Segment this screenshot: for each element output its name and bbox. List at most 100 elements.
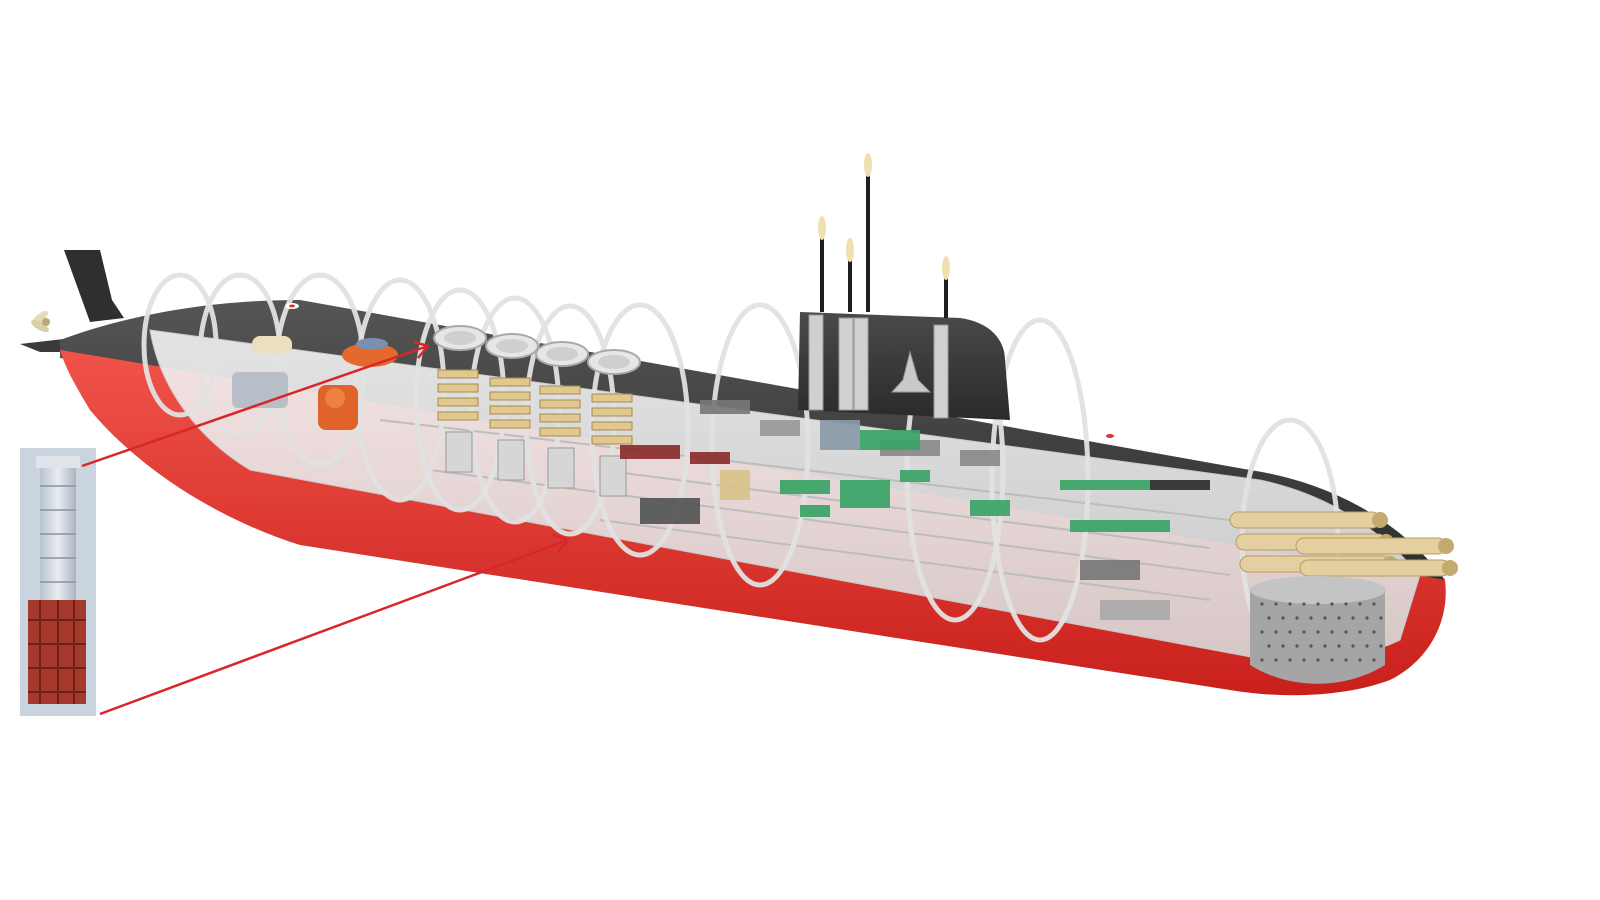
equipment-block <box>1150 480 1210 490</box>
control-equipment <box>620 400 1210 620</box>
periscope-housing <box>808 314 824 411</box>
missile-rack <box>437 397 479 407</box>
bulkhead <box>709 302 811 588</box>
missile-tube <box>599 455 627 497</box>
sonar-transducer <box>1337 644 1341 648</box>
pointer-arrow-upper <box>81 344 429 468</box>
equipment-block <box>1080 560 1140 580</box>
masts <box>808 153 950 419</box>
sonar-transducer <box>1302 630 1306 634</box>
snorkel-cone <box>890 350 932 393</box>
sonar-transducer <box>1316 658 1320 662</box>
missile-rack <box>591 435 633 445</box>
hull-markers <box>285 303 1121 440</box>
equipment-block <box>690 452 730 464</box>
sonar-transducer <box>1344 630 1348 634</box>
mast-tip <box>818 216 826 240</box>
torpedo-tube <box>1295 537 1447 555</box>
equipment-block <box>1070 520 1170 532</box>
sonar-transducer <box>1267 644 1271 648</box>
pointer-arrows <box>81 340 571 716</box>
propeller-icon <box>31 310 50 333</box>
sonar-transducer <box>1274 630 1278 634</box>
sonar-transducer <box>1372 658 1376 662</box>
equipment-block <box>960 450 1000 466</box>
sonar-transducer <box>1323 616 1327 620</box>
sonar-transducer <box>1358 602 1362 606</box>
sonar-transducer <box>1295 616 1299 620</box>
equipment-block <box>720 470 750 500</box>
missile-rack <box>489 419 531 429</box>
sonar-transducer <box>1309 616 1313 620</box>
missile-rack <box>489 405 531 415</box>
sonar-transducer <box>1295 644 1299 648</box>
torpedo-tube-mouth <box>1372 512 1388 528</box>
equipment-block <box>1060 480 1150 490</box>
missile-hatch-inner <box>546 347 578 361</box>
sonar-transducer <box>1323 644 1327 648</box>
sonar-transducer <box>1351 616 1355 620</box>
missile-hatch-inner <box>598 355 630 369</box>
missile-rack <box>591 407 633 417</box>
pointer-arrowhead-lower <box>552 533 571 553</box>
inset-tower-photo <box>20 448 96 716</box>
sonar-transducer <box>1260 658 1264 662</box>
equipment-block <box>640 498 700 524</box>
equipment-block <box>620 445 680 459</box>
pointer-arrow-lower <box>99 538 569 716</box>
equipment-block <box>970 500 1010 516</box>
equipment-block <box>860 430 920 450</box>
sonar-transducer <box>1281 644 1285 648</box>
sonar-transducer <box>1358 630 1362 634</box>
sonar-transducer <box>1281 616 1285 620</box>
bulkhead <box>141 272 219 418</box>
sonar-transducer <box>1337 616 1341 620</box>
missile-tube <box>547 447 575 489</box>
missile-hatch-inner <box>444 331 476 345</box>
torpedo-tube <box>1229 511 1381 529</box>
sonar-transducer <box>1372 602 1376 606</box>
sonar-transducer <box>1288 602 1292 606</box>
missile-rack <box>437 411 479 421</box>
equipment-block <box>700 400 750 414</box>
equipment-block <box>900 470 930 482</box>
sonar-transducer <box>1274 658 1278 662</box>
sonar-transducer <box>1267 616 1271 620</box>
sonar-array <box>1250 576 1386 684</box>
missile-rack <box>437 369 479 379</box>
sonar-transducer <box>1316 602 1320 606</box>
missile-rack <box>489 391 531 401</box>
sonar-transducer <box>1330 602 1334 606</box>
sonar-transducer <box>1288 630 1292 634</box>
periscope-housing <box>853 317 869 411</box>
sonar-transducer <box>1344 658 1348 662</box>
sonar-transducer <box>1358 658 1362 662</box>
sonar-transducer <box>1379 616 1383 620</box>
bulkhead <box>197 272 283 438</box>
equipment-block <box>800 505 830 517</box>
bulkhead <box>468 295 562 525</box>
equipment-block <box>760 420 800 436</box>
sonar-transducer <box>1316 630 1320 634</box>
periscope-housing <box>933 324 949 419</box>
mast-tip <box>864 153 872 177</box>
sonar-transducer <box>1274 602 1278 606</box>
torpedo-tube-mouth <box>1442 560 1458 576</box>
torpedo-tube-mouth <box>1438 538 1454 554</box>
missile-rack <box>591 393 633 403</box>
missile-rack <box>489 377 531 387</box>
missile-rack <box>539 385 581 395</box>
equipment-block <box>840 480 890 508</box>
sonar-transducer <box>1302 602 1306 606</box>
sonar-dots <box>1260 602 1383 662</box>
periscope-housing <box>838 317 854 411</box>
missile-compartment <box>437 369 633 497</box>
missile-rack <box>539 413 581 423</box>
missile-hatch-inner <box>496 339 528 353</box>
upper-rudder <box>64 250 124 322</box>
equipment-block <box>820 420 860 450</box>
sonar-transducer <box>1344 602 1348 606</box>
pointer-arrowhead-upper <box>413 340 431 359</box>
